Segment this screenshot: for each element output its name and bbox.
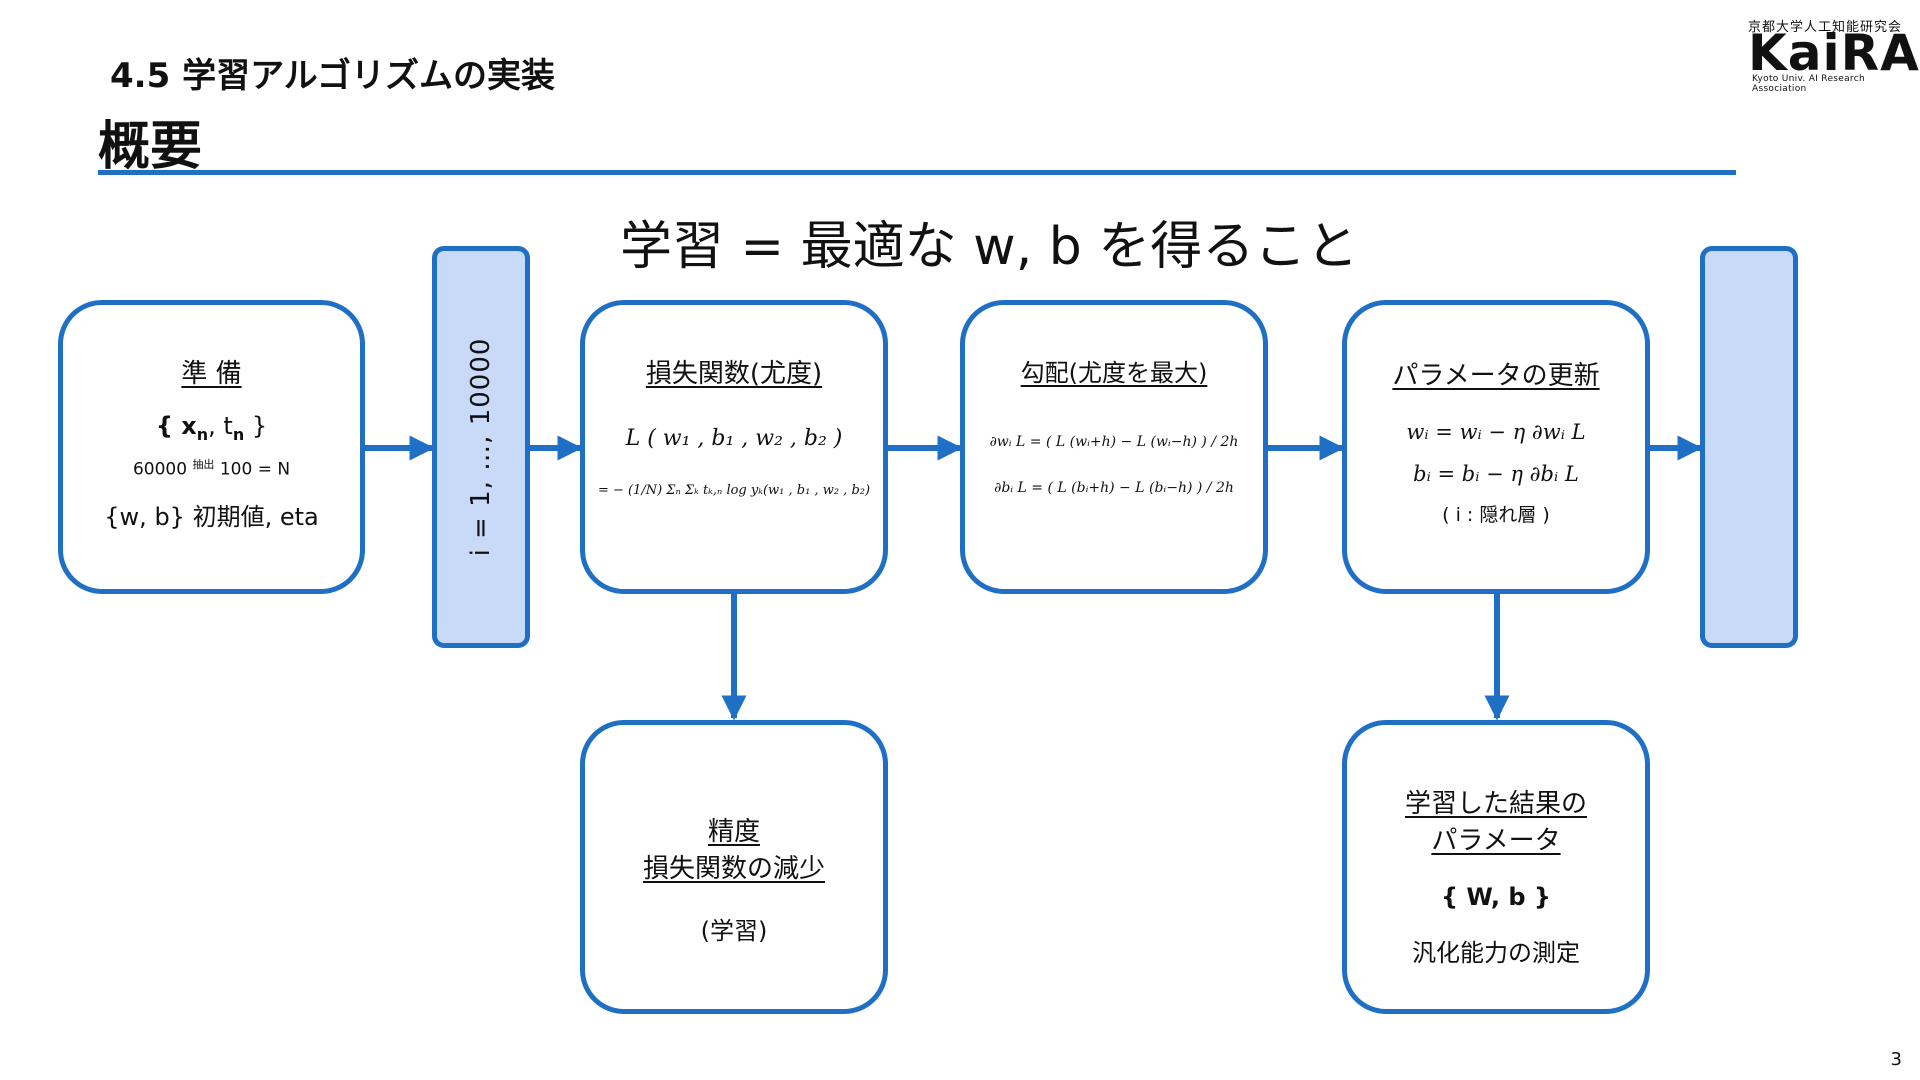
page-number: 3 [1890,1049,1902,1070]
accuracy-note: (学習) [700,917,768,945]
prep-data-sub-n1: n [196,424,209,444]
loop-label: i = 1, …, 10000 [466,337,496,557]
result-params: { W, b } [1440,883,1552,911]
result-title-2: パラメータ [1431,826,1561,856]
prep-sampling-mid: 抽出 [192,457,215,471]
accuracy-title-2: 損失関数の減少 [642,854,825,884]
result-title-1: 学習した結果の [1404,789,1587,819]
prep-sampling-end: 100 = N [219,459,291,480]
prep-data: { xn, tn } [63,412,360,444]
loop-bar: i = 1, …, 10000 [432,246,530,648]
logo-sub-text: Kyoto Univ. AI Research Association [1752,74,1865,94]
loss-box: 損失関数(尤度) L ( w₁ , b₁ , w₂ , b₂ ) = − (1/… [580,300,888,594]
prep-title: 準 備 [181,359,242,389]
loss-formula-expanded: = − (1/N) Σₙ Σₖ tₖ,ₙ log yₖ(w₁ , b₁ , w₂… [597,483,871,498]
prep-data-close: } [244,412,268,440]
loss-title: 損失関数(尤度) [645,359,823,389]
prep-box: 準 備 { xn, tn } 60000 抽出 100 = N {w, b} 初… [58,300,365,594]
prep-data-mid: , t [208,412,233,440]
grad-box: 勾配(尤度を最大) ∂wᵢ L = ( L (wᵢ+h) − L (wᵢ−h) … [960,300,1268,594]
prep-sampling-total: 60000 [132,459,188,480]
section-title: 4.5 学習アルゴリズムの実装 [110,56,556,96]
update-box: パラメータの更新 wᵢ = wᵢ − η ∂wᵢ L bᵢ = bᵢ − η ∂… [1342,300,1650,594]
result-note: 汎化能力の測定 [1412,939,1580,967]
accuracy-box: 精度 損失関数の減少 (学習) [580,720,888,1014]
grad-eq-w: ∂wᵢ L = ( L (wᵢ+h) − L (wᵢ−h) ) / 2h [989,434,1239,450]
prep-data-open: { x [155,412,197,440]
update-title: パラメータの更新 [1392,361,1600,391]
title-divider [98,170,1736,175]
end-bar [1700,246,1798,648]
loss-formula: L ( w₁ , b₁ , w₂ , b₂ ) [625,426,843,451]
grad-eq-b: ∂bᵢ L = ( L (bᵢ+h) − L (bᵢ−h) ) / 2h [994,480,1234,496]
logo-top-text: 京都大学人工知能研究会 [1748,20,1903,35]
logo-main-text: KaiRA [1748,24,1920,82]
result-box: 学習した結果の パラメータ { W, b } 汎化能力の測定 [1342,720,1650,1014]
prep-sampling: 60000 抽出 100 = N [63,456,360,480]
update-eq-w: wᵢ = wᵢ − η ∂wᵢ L [1406,420,1586,444]
prep-init: {w, b} 初期値, eta [104,503,319,532]
accuracy-title-1: 精度 [707,817,760,847]
page-title: 概要 [98,117,203,177]
prep-data-sub-n2: n [232,424,245,444]
headline: 学習 = 最適な w, b を得ること [620,217,1359,277]
update-eq-b: bᵢ = bᵢ − η ∂bᵢ L [1413,462,1579,486]
update-note: ( i : 隠れ層 ) [1442,504,1550,526]
grad-title: 勾配(尤度を最大) [1020,359,1208,387]
